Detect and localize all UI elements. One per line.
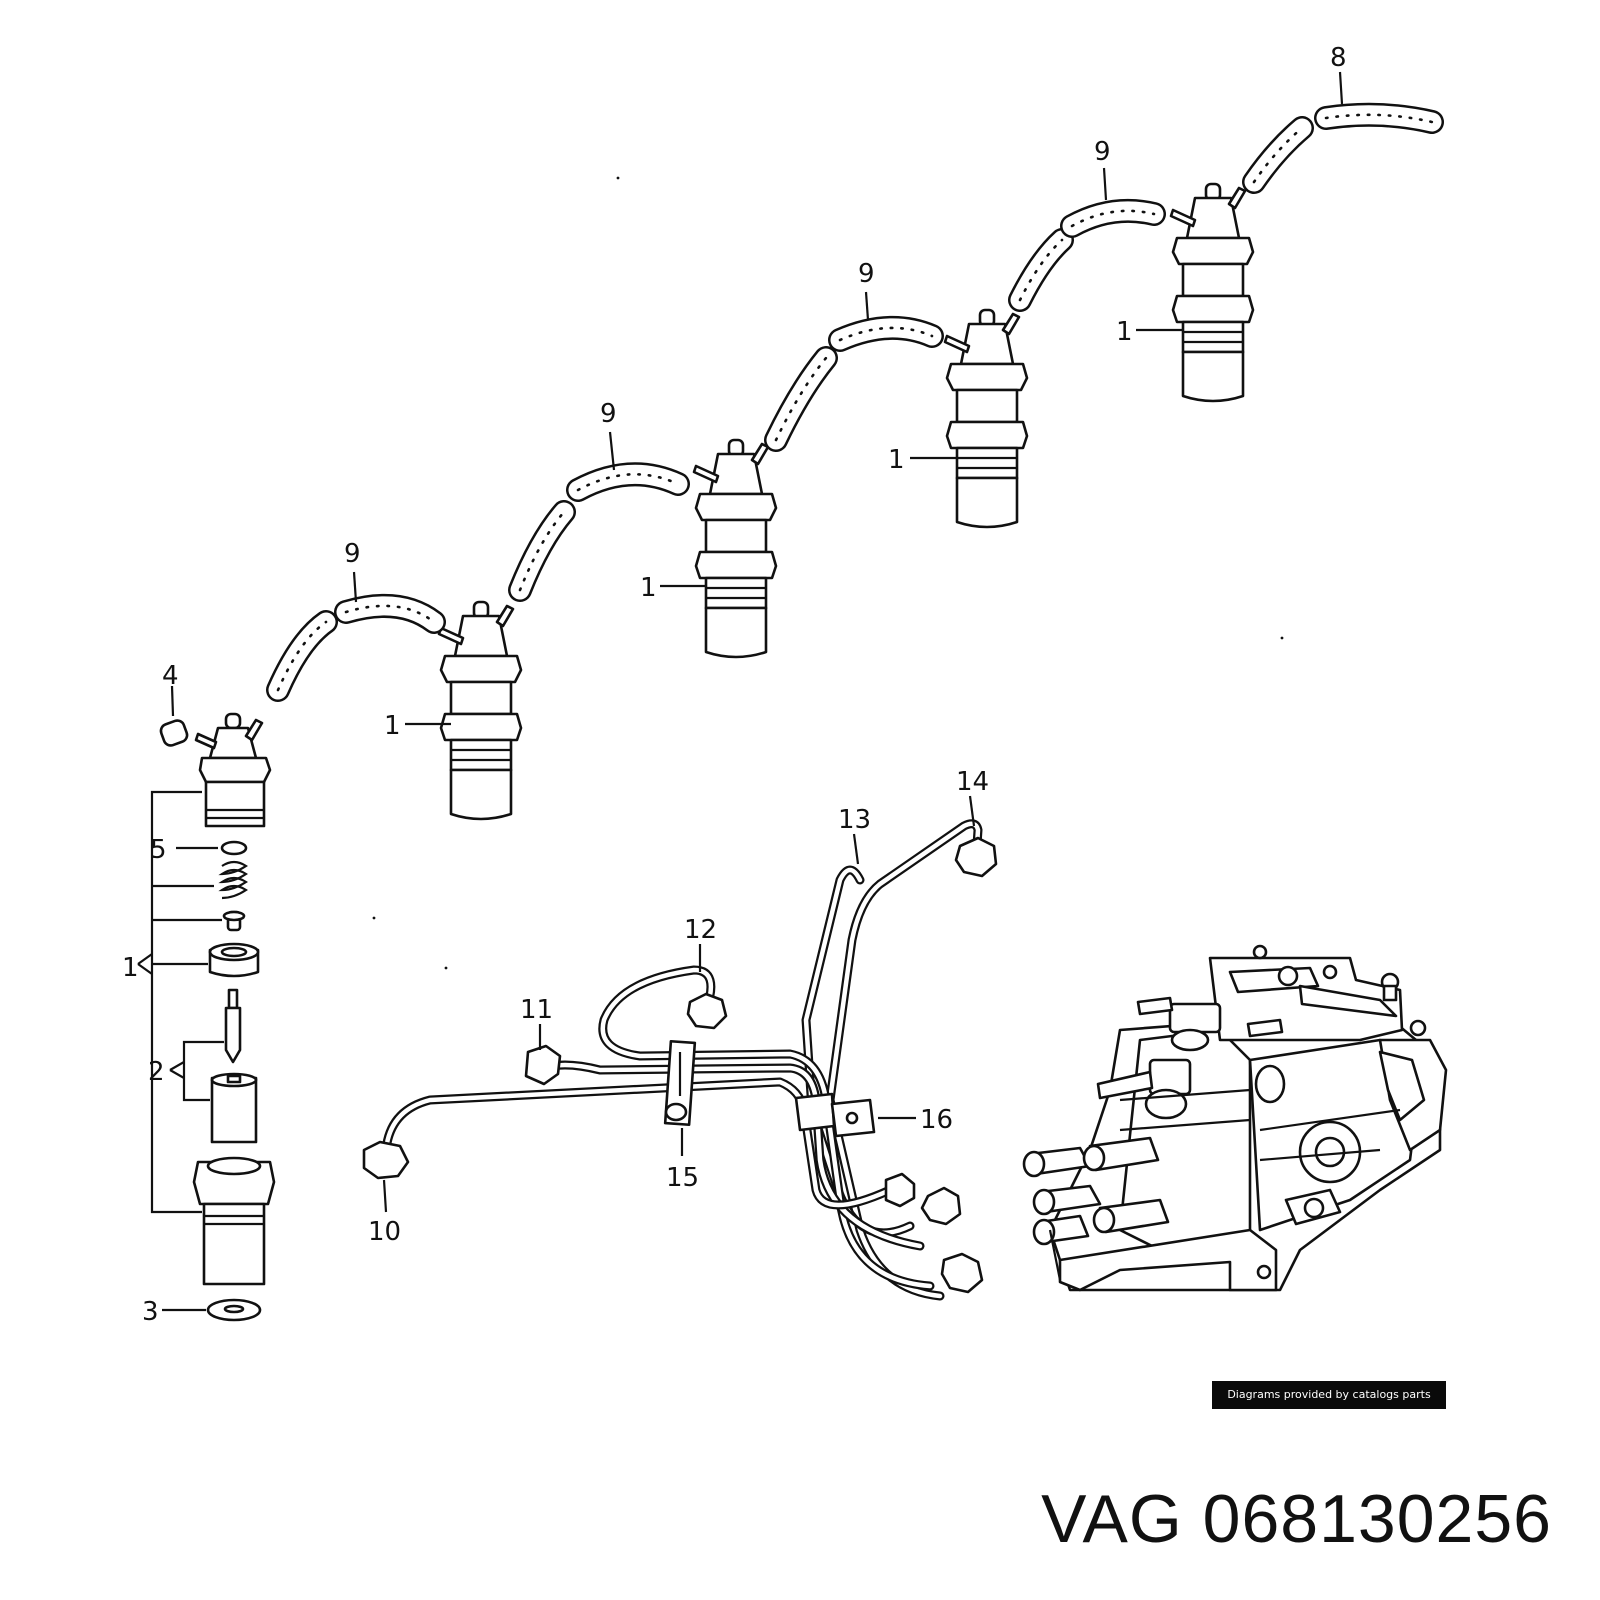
callout-15: 15	[666, 1163, 699, 1193]
callout-1-exploded: 1	[122, 953, 139, 983]
callout-8: 8	[1330, 43, 1347, 73]
callout-11: 11	[520, 995, 553, 1025]
callout-14: 14	[956, 767, 989, 797]
callout-4: 4	[162, 661, 179, 691]
exploded-injector	[159, 685, 276, 1322]
callout-9-a: 9	[344, 539, 361, 569]
callout-5: 5	[150, 835, 167, 865]
injector-4	[1169, 182, 1255, 403]
brand-label: VAG	[1041, 1481, 1183, 1557]
callout-1-c: 1	[888, 445, 905, 475]
callout-9-b: 9	[600, 399, 617, 429]
part-number: 068130256	[1202, 1481, 1552, 1557]
callout-12: 12	[684, 915, 717, 945]
callout-10: 10	[368, 1217, 401, 1247]
injector-3	[943, 308, 1029, 529]
callout-1-b: 1	[640, 573, 657, 603]
callout-1-a: 1	[384, 711, 401, 741]
callout-9-c: 9	[858, 259, 875, 289]
injector-1	[437, 600, 523, 821]
callout-1-d: 1	[1116, 317, 1133, 347]
callout-2: 2	[148, 1057, 165, 1087]
callout-3: 3	[142, 1297, 159, 1327]
injector-2	[692, 438, 778, 659]
part-number-caption: VAG 068130256	[1041, 1480, 1552, 1558]
return-hose-segment	[266, 102, 1444, 702]
injection-pump	[1022, 944, 1448, 1292]
callout-13: 13	[838, 805, 871, 835]
injection-pipe-set	[362, 819, 998, 1301]
credit-badge: Diagrams provided by catalogs parts	[1212, 1381, 1446, 1409]
callout-16: 16	[920, 1105, 953, 1135]
callout-9-d: 9	[1094, 137, 1111, 167]
